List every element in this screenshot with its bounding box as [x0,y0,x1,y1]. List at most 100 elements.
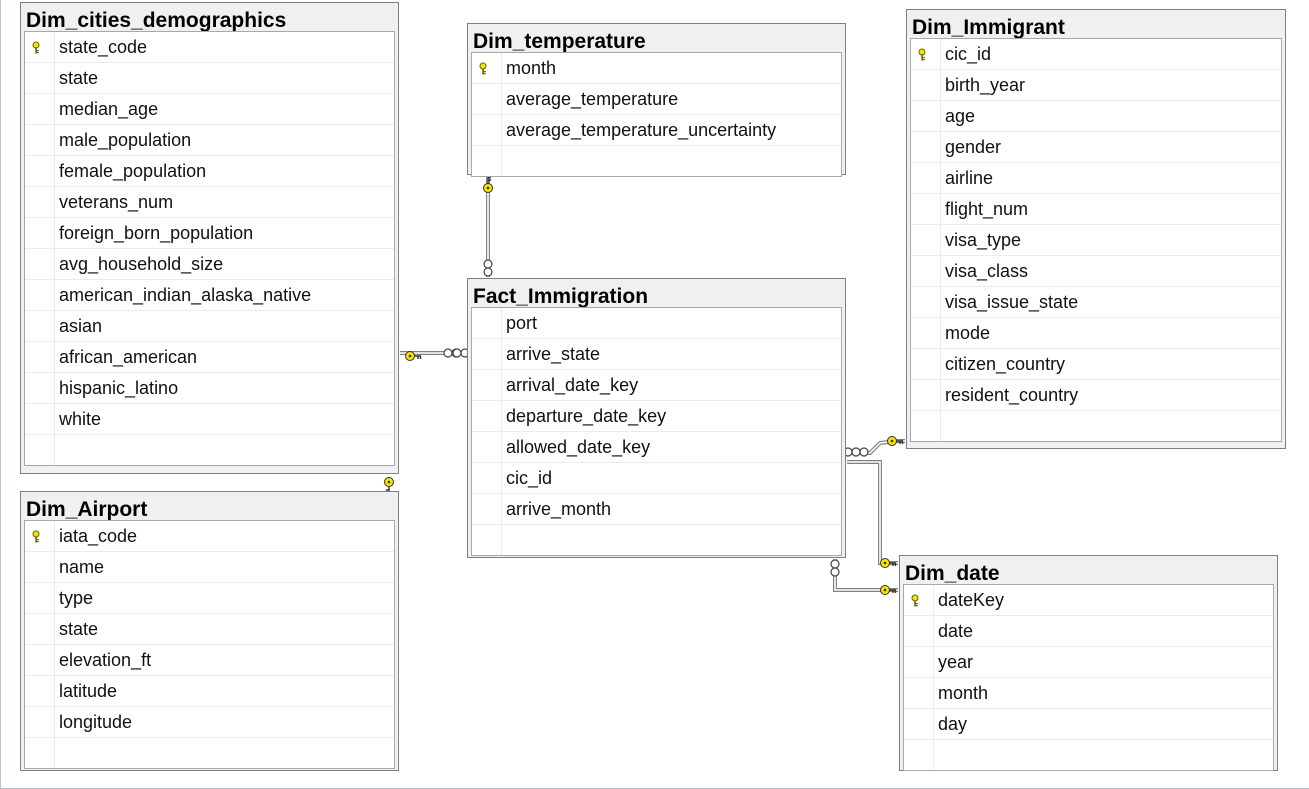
table-title[interactable]: Dim_Airport [26,498,148,520]
column-name: visa_class [945,261,1029,281]
column-row[interactable]: average_temperature [472,84,841,115]
column-row[interactable]: white [25,404,394,435]
new-column-row[interactable] [25,435,394,465]
key-slot [911,411,941,441]
new-column-row[interactable] [472,146,841,176]
column-name: state [59,619,99,639]
column-row[interactable]: arrival_date_key [472,370,841,401]
column-name: name [59,557,105,577]
new-column-row[interactable] [25,738,394,768]
column-row[interactable]: day [904,709,1273,740]
key-slot [472,494,502,524]
column-row[interactable]: average_temperature_uncertainty [472,115,841,146]
column-row[interactable]: mode [911,318,1281,349]
table-title[interactable]: Fact_Immigration [473,285,649,307]
many-end-infinity-icon [452,348,470,358]
column-row[interactable]: visa_issue_state [911,287,1281,318]
column-row[interactable]: citizen_country [911,349,1281,380]
key-slot [911,194,941,224]
column-row[interactable]: state [25,614,394,645]
key-slot [472,53,502,83]
column-name: median_age [59,99,159,119]
column-row[interactable]: airline [911,163,1281,194]
table-title[interactable]: Dim_temperature [473,30,646,52]
column-row[interactable]: longitude [25,707,394,738]
column-name: cic_id [506,468,553,488]
column-row[interactable]: visa_class [911,256,1281,287]
key-slot [904,709,934,739]
column-row[interactable]: hispanic_latino [25,373,394,404]
column-row[interactable]: median_age [25,94,394,125]
column-row[interactable]: port [472,308,841,339]
column-row[interactable]: cic_id [472,463,841,494]
column-row[interactable]: month [904,678,1273,709]
table-title[interactable]: Dim_date [905,562,1000,584]
column-row[interactable]: dateKey [904,585,1273,616]
column-row[interactable]: american_indian_alaska_native [25,280,394,311]
column-row[interactable]: flight_num [911,194,1281,225]
column-row[interactable]: resident_country [911,380,1281,411]
column-name: cic_id [945,44,992,64]
new-column-row[interactable] [472,525,841,555]
column-row[interactable]: iata_code [25,521,394,552]
column-row[interactable]: gender [911,132,1281,163]
column-row[interactable]: allowed_date_key [472,432,841,463]
column-name: airline [945,168,994,188]
primary-key-icon [479,62,487,75]
column-name: port [506,313,538,333]
column-row[interactable]: visa_type [911,225,1281,256]
column-row[interactable]: asian [25,311,394,342]
primary-key-icon [32,41,40,54]
column-name: citizen_country [945,354,1066,374]
many-end-infinity-icon [483,259,493,277]
column-row[interactable]: month [472,53,841,84]
table-title[interactable]: Dim_cities_demographics [26,9,287,31]
key-slot [911,318,941,348]
column-row[interactable]: foreign_born_population [25,218,394,249]
column-row[interactable]: year [904,647,1273,678]
key-slot [25,187,55,217]
key-slot [472,370,502,400]
key-slot [911,287,941,317]
column-row[interactable]: female_population [25,156,394,187]
column-row[interactable]: elevation_ft [25,645,394,676]
column-row[interactable]: avg_household_size [25,249,394,280]
column-row[interactable]: arrive_month [472,494,841,525]
column-name: male_population [59,130,192,150]
column-row[interactable]: state [25,63,394,94]
key-slot [25,218,55,248]
column-row[interactable]: birth_year [911,70,1281,101]
key-slot [472,401,502,431]
column-name: dateKey [938,590,1005,610]
new-column-row[interactable] [904,740,1273,770]
key-slot [472,308,502,338]
column-row[interactable]: type [25,583,394,614]
column-row[interactable]: african_american [25,342,394,373]
new-column-row[interactable] [911,411,1281,441]
column-row[interactable]: age [911,101,1281,132]
column-row[interactable]: name [25,552,394,583]
column-row[interactable]: cic_id [911,39,1281,70]
column-row[interactable]: departure_date_key [472,401,841,432]
column-row[interactable]: veterans_num [25,187,394,218]
column-row[interactable]: date [904,616,1273,647]
key-slot [911,132,941,162]
column-name: elevation_ft [59,650,152,670]
column-row[interactable]: male_population [25,125,394,156]
key-slot [904,585,934,615]
column-name: departure_date_key [506,406,667,426]
column-row[interactable]: arrive_state [472,339,841,370]
key-slot [472,339,502,369]
table-title[interactable]: Dim_Immigrant [912,16,1065,38]
column-row[interactable]: latitude [25,676,394,707]
key-slot [25,435,55,465]
one-end-key-icon [405,351,422,361]
column-row[interactable]: state_code [25,32,394,63]
